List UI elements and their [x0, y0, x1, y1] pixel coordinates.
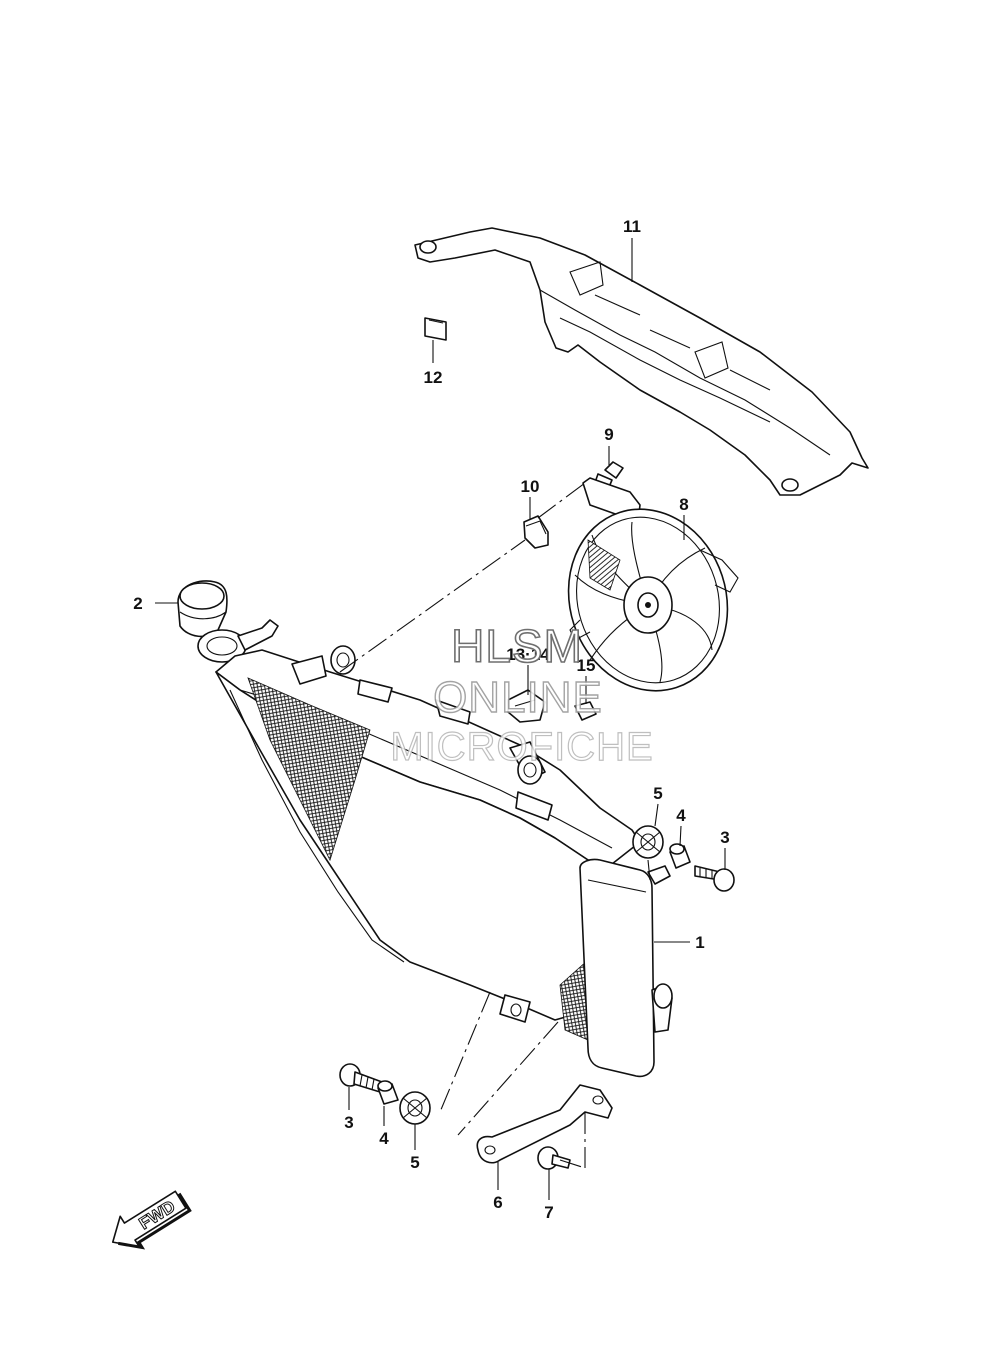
watermark-line1: HLSM	[451, 620, 583, 672]
grommet-5-left[interactable]	[399, 1091, 431, 1125]
callout-7: 7	[544, 1203, 553, 1222]
air-duct-shroud[interactable]	[414, 227, 869, 496]
assembly-lines	[339, 482, 651, 1169]
bolt-7[interactable]	[537, 1146, 571, 1170]
bolt-15[interactable]	[574, 701, 597, 721]
callout-2: 2	[133, 594, 142, 613]
leader-lines	[155, 238, 726, 1200]
callout-8: 8	[679, 495, 688, 514]
lower-bracket-6[interactable]	[476, 1084, 613, 1164]
callout-10: 10	[521, 477, 540, 496]
callout-5-right: 5	[653, 784, 662, 803]
callout-4-left: 4	[379, 1129, 389, 1148]
collar-4-right[interactable]	[669, 843, 691, 869]
callout-3-right: 3	[720, 828, 729, 847]
callout-5-left: 5	[410, 1153, 419, 1172]
grommet-5-right[interactable]	[632, 825, 664, 859]
nut-10[interactable]	[523, 515, 549, 549]
callout-6: 6	[493, 1193, 502, 1212]
cooling-fan[interactable]	[545, 477, 750, 712]
radiator-cap[interactable]	[177, 580, 228, 638]
callout-numbers: 11 12 9 10 8 2 13·14 15 5 4 3 1 3 4 5 6 …	[133, 217, 729, 1222]
bolt-3-left[interactable]	[339, 1063, 383, 1093]
clip-12[interactable]	[424, 317, 447, 341]
watermark-line2: ONLINE	[433, 673, 603, 722]
bolt-3-right[interactable]	[694, 865, 735, 892]
callout-12: 12	[424, 368, 443, 387]
callout-13-14: 13·14	[506, 645, 550, 664]
callout-9: 9	[604, 425, 613, 444]
callout-1: 1	[695, 933, 704, 952]
callout-15: 15	[577, 656, 596, 675]
callout-3-left: 3	[344, 1113, 353, 1132]
forward-arrow-icon: FWD	[111, 1190, 192, 1250]
callout-4-right: 4	[676, 806, 686, 825]
watermark: HLSM ONLINE MICROFICHE	[390, 619, 654, 769]
watermark-line3: MICROFICHE	[390, 725, 653, 769]
collar-4-left[interactable]	[377, 1080, 399, 1105]
callout-11: 11	[623, 217, 641, 236]
radiator[interactable]	[197, 619, 673, 1078]
